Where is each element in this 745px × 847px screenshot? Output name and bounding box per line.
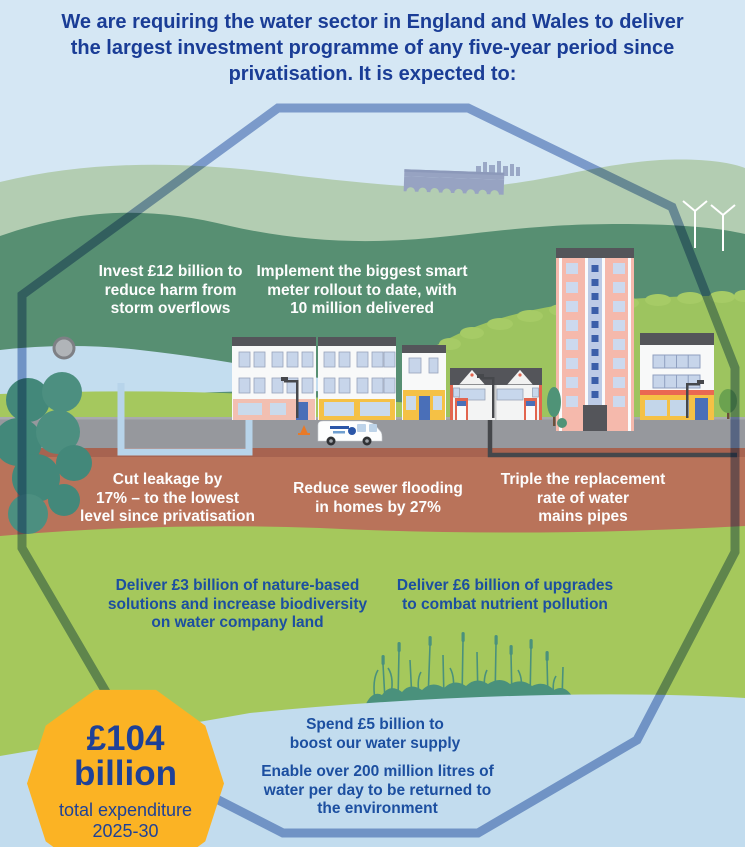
wind-turbine-icon [682, 200, 736, 251]
city-skyline-icon [476, 161, 520, 176]
callout-line: water per day to be returned to [263, 781, 492, 799]
callout-nutrient-pollution: Deliver £6 billion of upgrades to combat… [375, 577, 635, 614]
callout-line: storm overflows [110, 300, 231, 318]
corner-shop [402, 345, 446, 420]
callout-line: Implement the biggest smart [256, 263, 468, 280]
callout-sewer-flooding: Reduce sewer flooding in homes by 27% [262, 480, 494, 517]
callout-leakage: Cut leakage by 17% – to the lowest level… [50, 471, 285, 527]
water-pipe-icon [117, 383, 253, 456]
badge-label-line: total expenditure [58, 800, 193, 820]
callout-nature-based: Deliver £3 billion of nature-based solut… [90, 577, 385, 633]
callout-line: on water company land [151, 614, 324, 632]
utility-van-icon [317, 420, 383, 446]
callout-line: Spend £5 billion to [306, 716, 444, 733]
page-title: We are requiring the water sector in Eng… [40, 9, 705, 87]
callout-line: Deliver £6 billion of upgrades [396, 577, 614, 594]
callout-line: 17% – to the lowest [96, 489, 239, 507]
callout-line: meter rollout to date, with [267, 281, 457, 299]
semi-detached-houses [450, 368, 542, 420]
callout-line: reduce harm from [104, 281, 237, 299]
callout-mains-pipes: Triple the replacement rate of water mai… [468, 471, 698, 527]
title-line: We are requiring the water sector in Eng… [61, 11, 684, 33]
right-shop [640, 333, 714, 420]
traffic-cone-icon [298, 425, 310, 435]
callout-line: Invest £12 billion to [98, 263, 243, 280]
badge-label-line: 2025-30 [92, 821, 159, 842]
total-expenditure-badge: £104 billion total expenditure 2025-30 [27, 689, 224, 847]
callout-line: rate of water [536, 489, 630, 507]
callout-line: Enable over 200 million litres of [261, 763, 494, 780]
badge-amount: £104 [86, 719, 165, 758]
callout-line: 10 million delivered [290, 300, 434, 318]
callout-line: mains pipes [538, 508, 628, 526]
callout-line: Reduce sewer flooding [293, 480, 463, 497]
callout-smart-meters: Implement the biggest smart meter rollou… [237, 263, 487, 319]
callout-line: level since privatisation [80, 508, 255, 526]
callout-line: Triple the replacement [500, 471, 666, 488]
callout-line: Deliver £3 billion of nature-based [115, 577, 360, 594]
badge-unit: billion [73, 754, 178, 793]
callout-line: Cut leakage by [112, 471, 223, 488]
callout-storm-overflows: Invest £12 billion to reduce harm from s… [58, 263, 283, 319]
tower-block [556, 248, 634, 431]
badge-label: total expenditure 2025-30 [27, 800, 224, 842]
callout-line: to combat nutrient pollution [402, 595, 608, 613]
terraced-shop-b [318, 337, 396, 420]
street-lamp-icon [281, 374, 704, 418]
terraced-shop-a [232, 337, 316, 420]
callout-line: boost our water supply [289, 734, 461, 752]
callout-line: the environment [317, 800, 438, 818]
viaduct-icon [403, 169, 505, 199]
callout-line: in homes by 27% [315, 498, 441, 516]
callout-environment-return: Enable over 200 million litres of water … [235, 763, 520, 819]
soil [0, 448, 745, 536]
callout-line: solutions and increase biodiversity [107, 595, 368, 613]
outfall-icon [52, 336, 76, 360]
callout-water-supply: Spend £5 billion to boost our water supp… [255, 716, 495, 753]
title-line: privatisation. It is expected to: [228, 63, 517, 85]
octagon-border [17, 103, 740, 838]
title-line: the largest investment programme of any … [70, 37, 675, 59]
